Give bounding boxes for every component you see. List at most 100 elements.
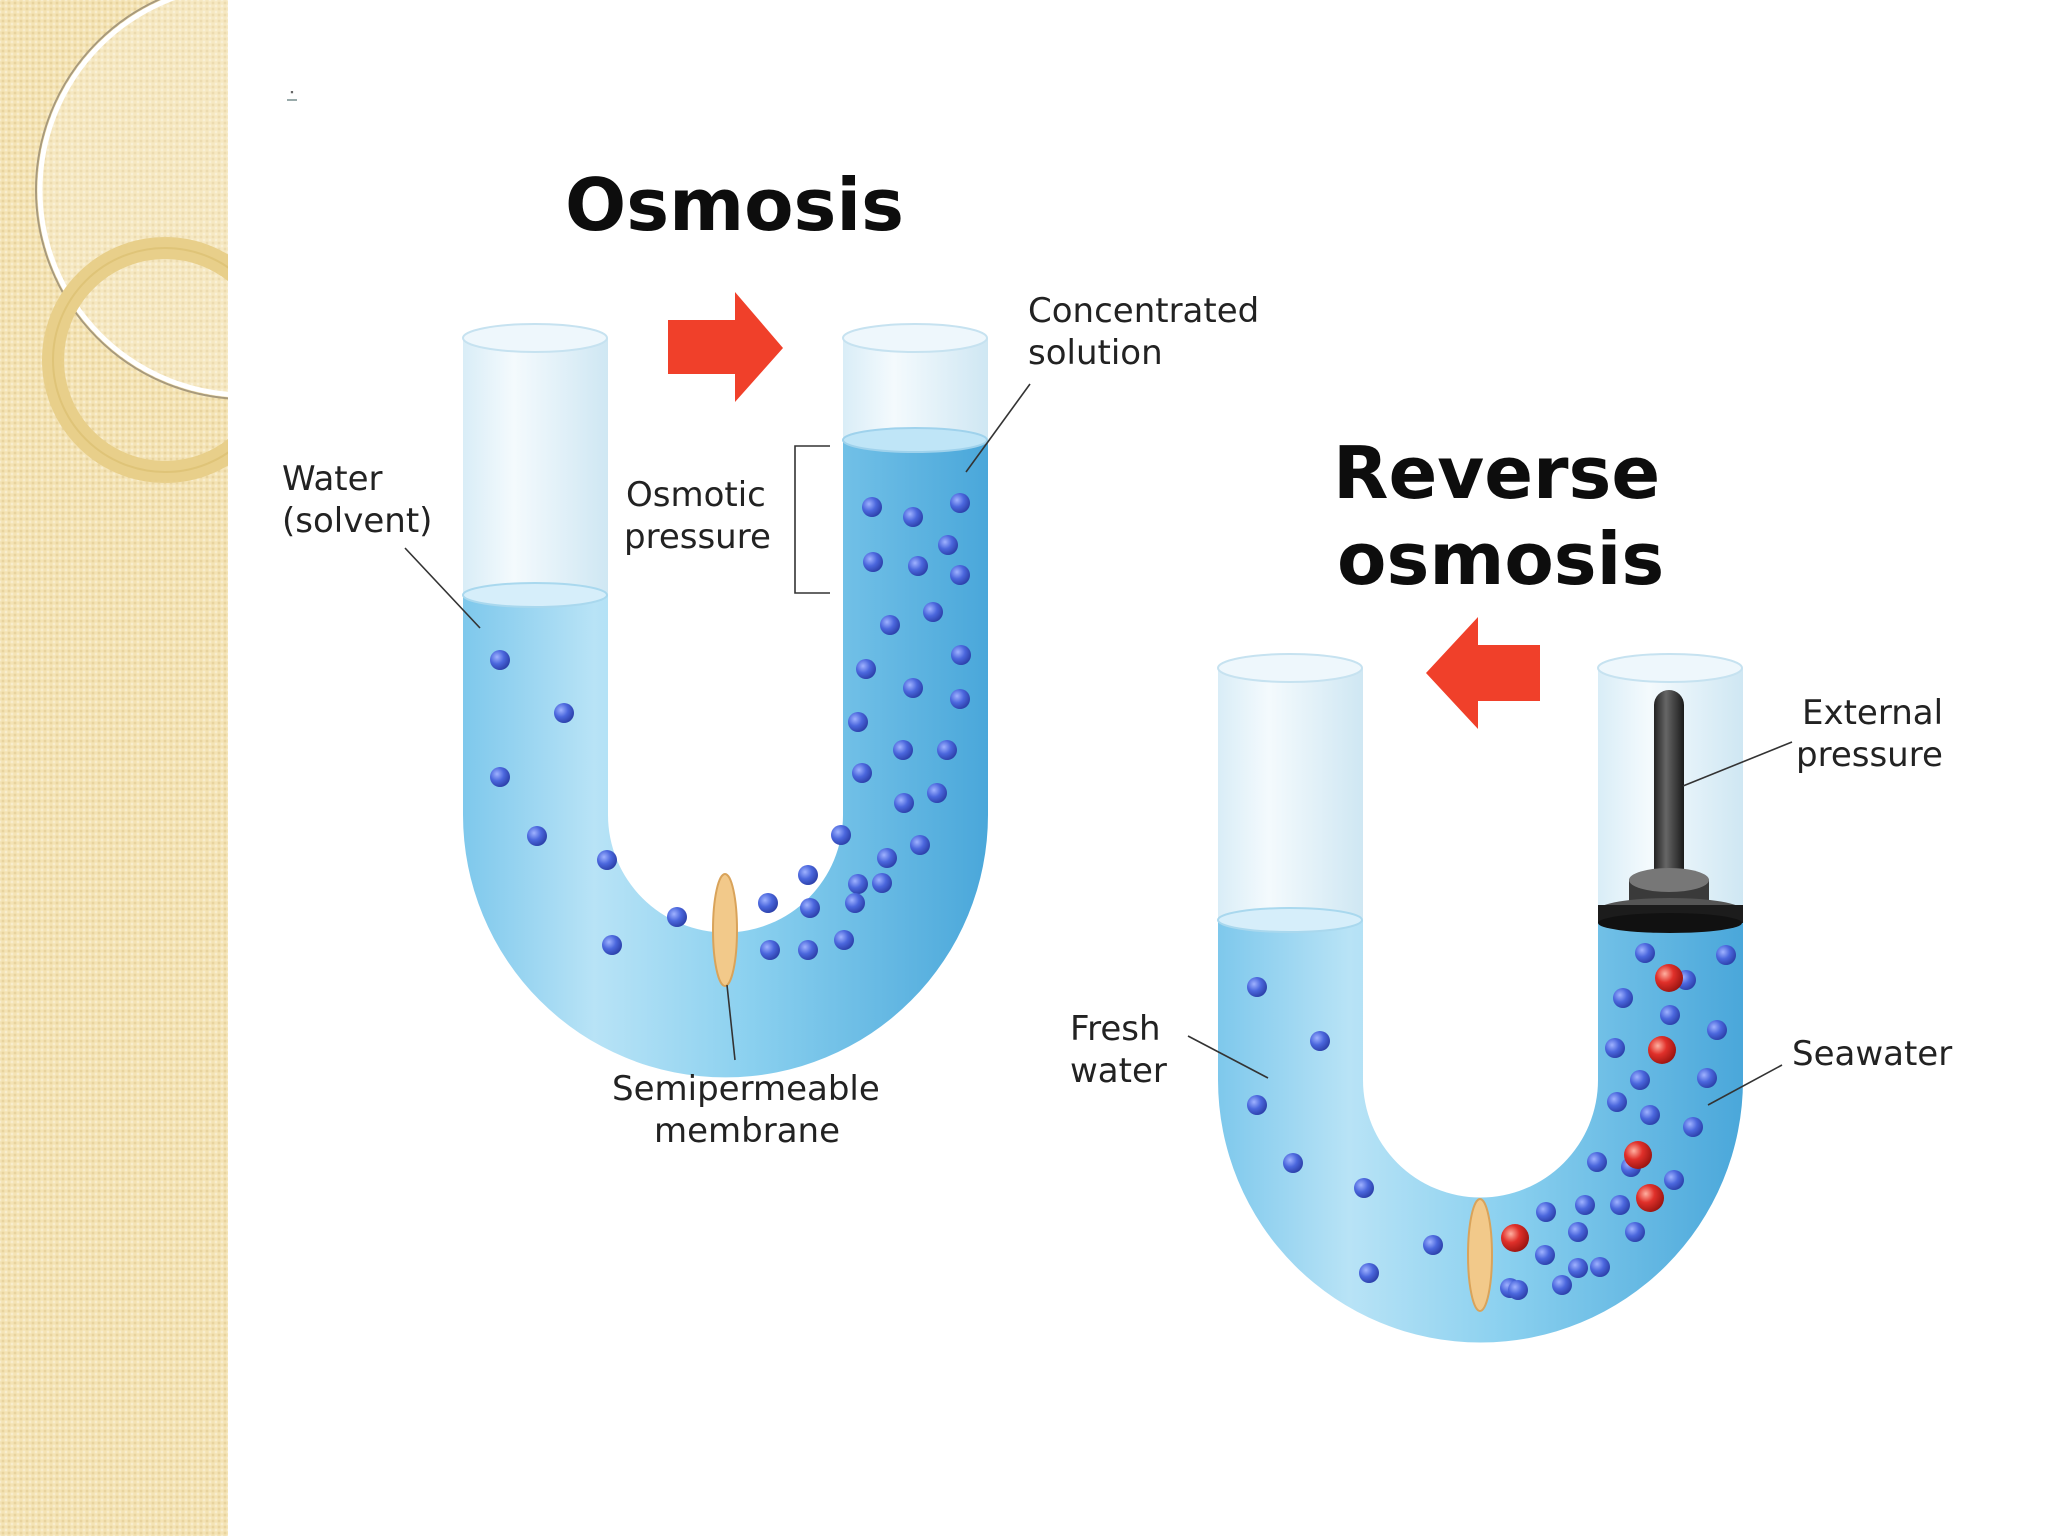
water-molecule	[1664, 1170, 1684, 1190]
water-molecule	[910, 835, 930, 855]
water-molecule	[1660, 1005, 1680, 1025]
reverse-osmosis-title-line1: Reverse	[1333, 431, 1660, 515]
water-molecule	[1683, 1117, 1703, 1137]
water-molecule	[923, 602, 943, 622]
osmosis-membrane	[712, 873, 738, 987]
fresh-water-leader-line	[1187, 1035, 1269, 1079]
water-molecule	[938, 535, 958, 555]
water-molecule	[1590, 1257, 1610, 1277]
water-molecule	[1613, 988, 1633, 1008]
water-molecule	[856, 659, 876, 679]
water-molecule	[1423, 1235, 1443, 1255]
water-molecule	[1607, 1092, 1627, 1112]
membrane-leader-line	[726, 984, 736, 1061]
water-molecule	[1247, 1095, 1267, 1115]
water-molecule	[927, 783, 947, 803]
water-molecule	[893, 740, 913, 760]
water-molecule	[1610, 1195, 1630, 1215]
fresh-label-line2: water	[1070, 1051, 1167, 1091]
water-molecule	[877, 848, 897, 868]
water-molecule	[903, 507, 923, 527]
external-label-line2: pressure	[1796, 735, 1943, 775]
external-pressure-leader-line	[1682, 741, 1793, 787]
water-molecule	[1587, 1152, 1607, 1172]
water-molecule	[1354, 1178, 1374, 1198]
water-molecule	[1359, 1263, 1379, 1283]
water-molecule	[1552, 1275, 1572, 1295]
salt-molecule	[1624, 1141, 1652, 1169]
membrane-label-line2: membrane	[654, 1111, 840, 1151]
water-molecule	[1535, 1245, 1555, 1265]
water-molecule	[1707, 1020, 1727, 1040]
water-molecule	[667, 907, 687, 927]
decorative-rings	[35, 0, 228, 483]
water-molecule	[554, 703, 574, 723]
water-molecule	[1635, 943, 1655, 963]
reverse-membrane	[1467, 1198, 1493, 1312]
water-molecule	[597, 850, 617, 870]
piston	[1598, 690, 1743, 933]
salt-molecule	[1501, 1224, 1529, 1252]
water-molecule	[1716, 945, 1736, 965]
osmotic-label-line2: pressure	[624, 517, 771, 557]
water-molecule	[490, 650, 510, 670]
water-molecule	[490, 767, 510, 787]
osmotic-pressure-bracket	[794, 445, 830, 594]
water-molecule	[602, 935, 622, 955]
water-molecule	[834, 930, 854, 950]
water-molecule	[937, 740, 957, 760]
water-molecule	[862, 497, 882, 517]
water-molecule	[1247, 977, 1267, 997]
arrow-left-icon	[1426, 617, 1540, 729]
water-molecule	[848, 712, 868, 732]
water-molecule	[863, 552, 883, 572]
fresh-label-line1: Fresh	[1070, 1009, 1161, 1049]
water-molecule	[848, 874, 868, 894]
water-molecule	[1568, 1222, 1588, 1242]
arrow-right-icon	[668, 292, 783, 402]
osmosis-u-tube	[462, 323, 988, 1078]
water-molecule	[1605, 1038, 1625, 1058]
water-molecule	[950, 689, 970, 709]
concentrated-label-line2: solution	[1028, 333, 1163, 373]
water-molecule	[894, 793, 914, 813]
water-molecule	[872, 873, 892, 893]
external-label-line1: External	[1802, 693, 1943, 733]
water-label-line2: (solvent)	[282, 501, 432, 541]
membrane-label-line1: Semipermeable	[612, 1069, 880, 1109]
water-molecule	[903, 678, 923, 698]
water-molecule	[758, 893, 778, 913]
reverse-osmosis-u-tube	[1217, 653, 1743, 1343]
concentrated-label-line1: Concentrated	[1028, 291, 1259, 331]
water-molecule	[852, 763, 872, 783]
water-molecule	[798, 940, 818, 960]
water-molecule	[831, 825, 851, 845]
osmotic-label-line1: Osmotic	[626, 475, 766, 515]
water-molecule	[908, 556, 928, 576]
salt-molecule	[1636, 1184, 1664, 1212]
water-molecule	[1310, 1031, 1330, 1051]
water-molecule	[1640, 1105, 1660, 1125]
salt-molecule	[1655, 964, 1683, 992]
water-molecule	[1283, 1153, 1303, 1173]
concentrated-leader-line	[965, 383, 1031, 473]
slide-sidebar	[0, 0, 228, 1536]
reverse-osmosis-title-line2: osmosis	[1337, 517, 1664, 601]
slide-marker: ▪	[287, 85, 297, 101]
water-molecule	[1508, 1280, 1528, 1300]
water-molecule	[1536, 1202, 1556, 1222]
water-molecule	[1568, 1258, 1588, 1278]
osmosis-title: Osmosis	[565, 163, 904, 247]
osmosis-molecules	[490, 493, 971, 960]
reverse-osmosis-molecules	[1247, 943, 1736, 1300]
water-molecule	[950, 565, 970, 585]
water-molecule	[1625, 1222, 1645, 1242]
water-molecule	[951, 645, 971, 665]
water-leader-line	[404, 547, 481, 629]
seawater-leader-line	[1707, 1064, 1783, 1106]
water-molecule	[845, 893, 865, 913]
water-label-line1: Water	[282, 459, 383, 499]
water-molecule	[760, 940, 780, 960]
seawater-label: Seawater	[1792, 1034, 1952, 1074]
